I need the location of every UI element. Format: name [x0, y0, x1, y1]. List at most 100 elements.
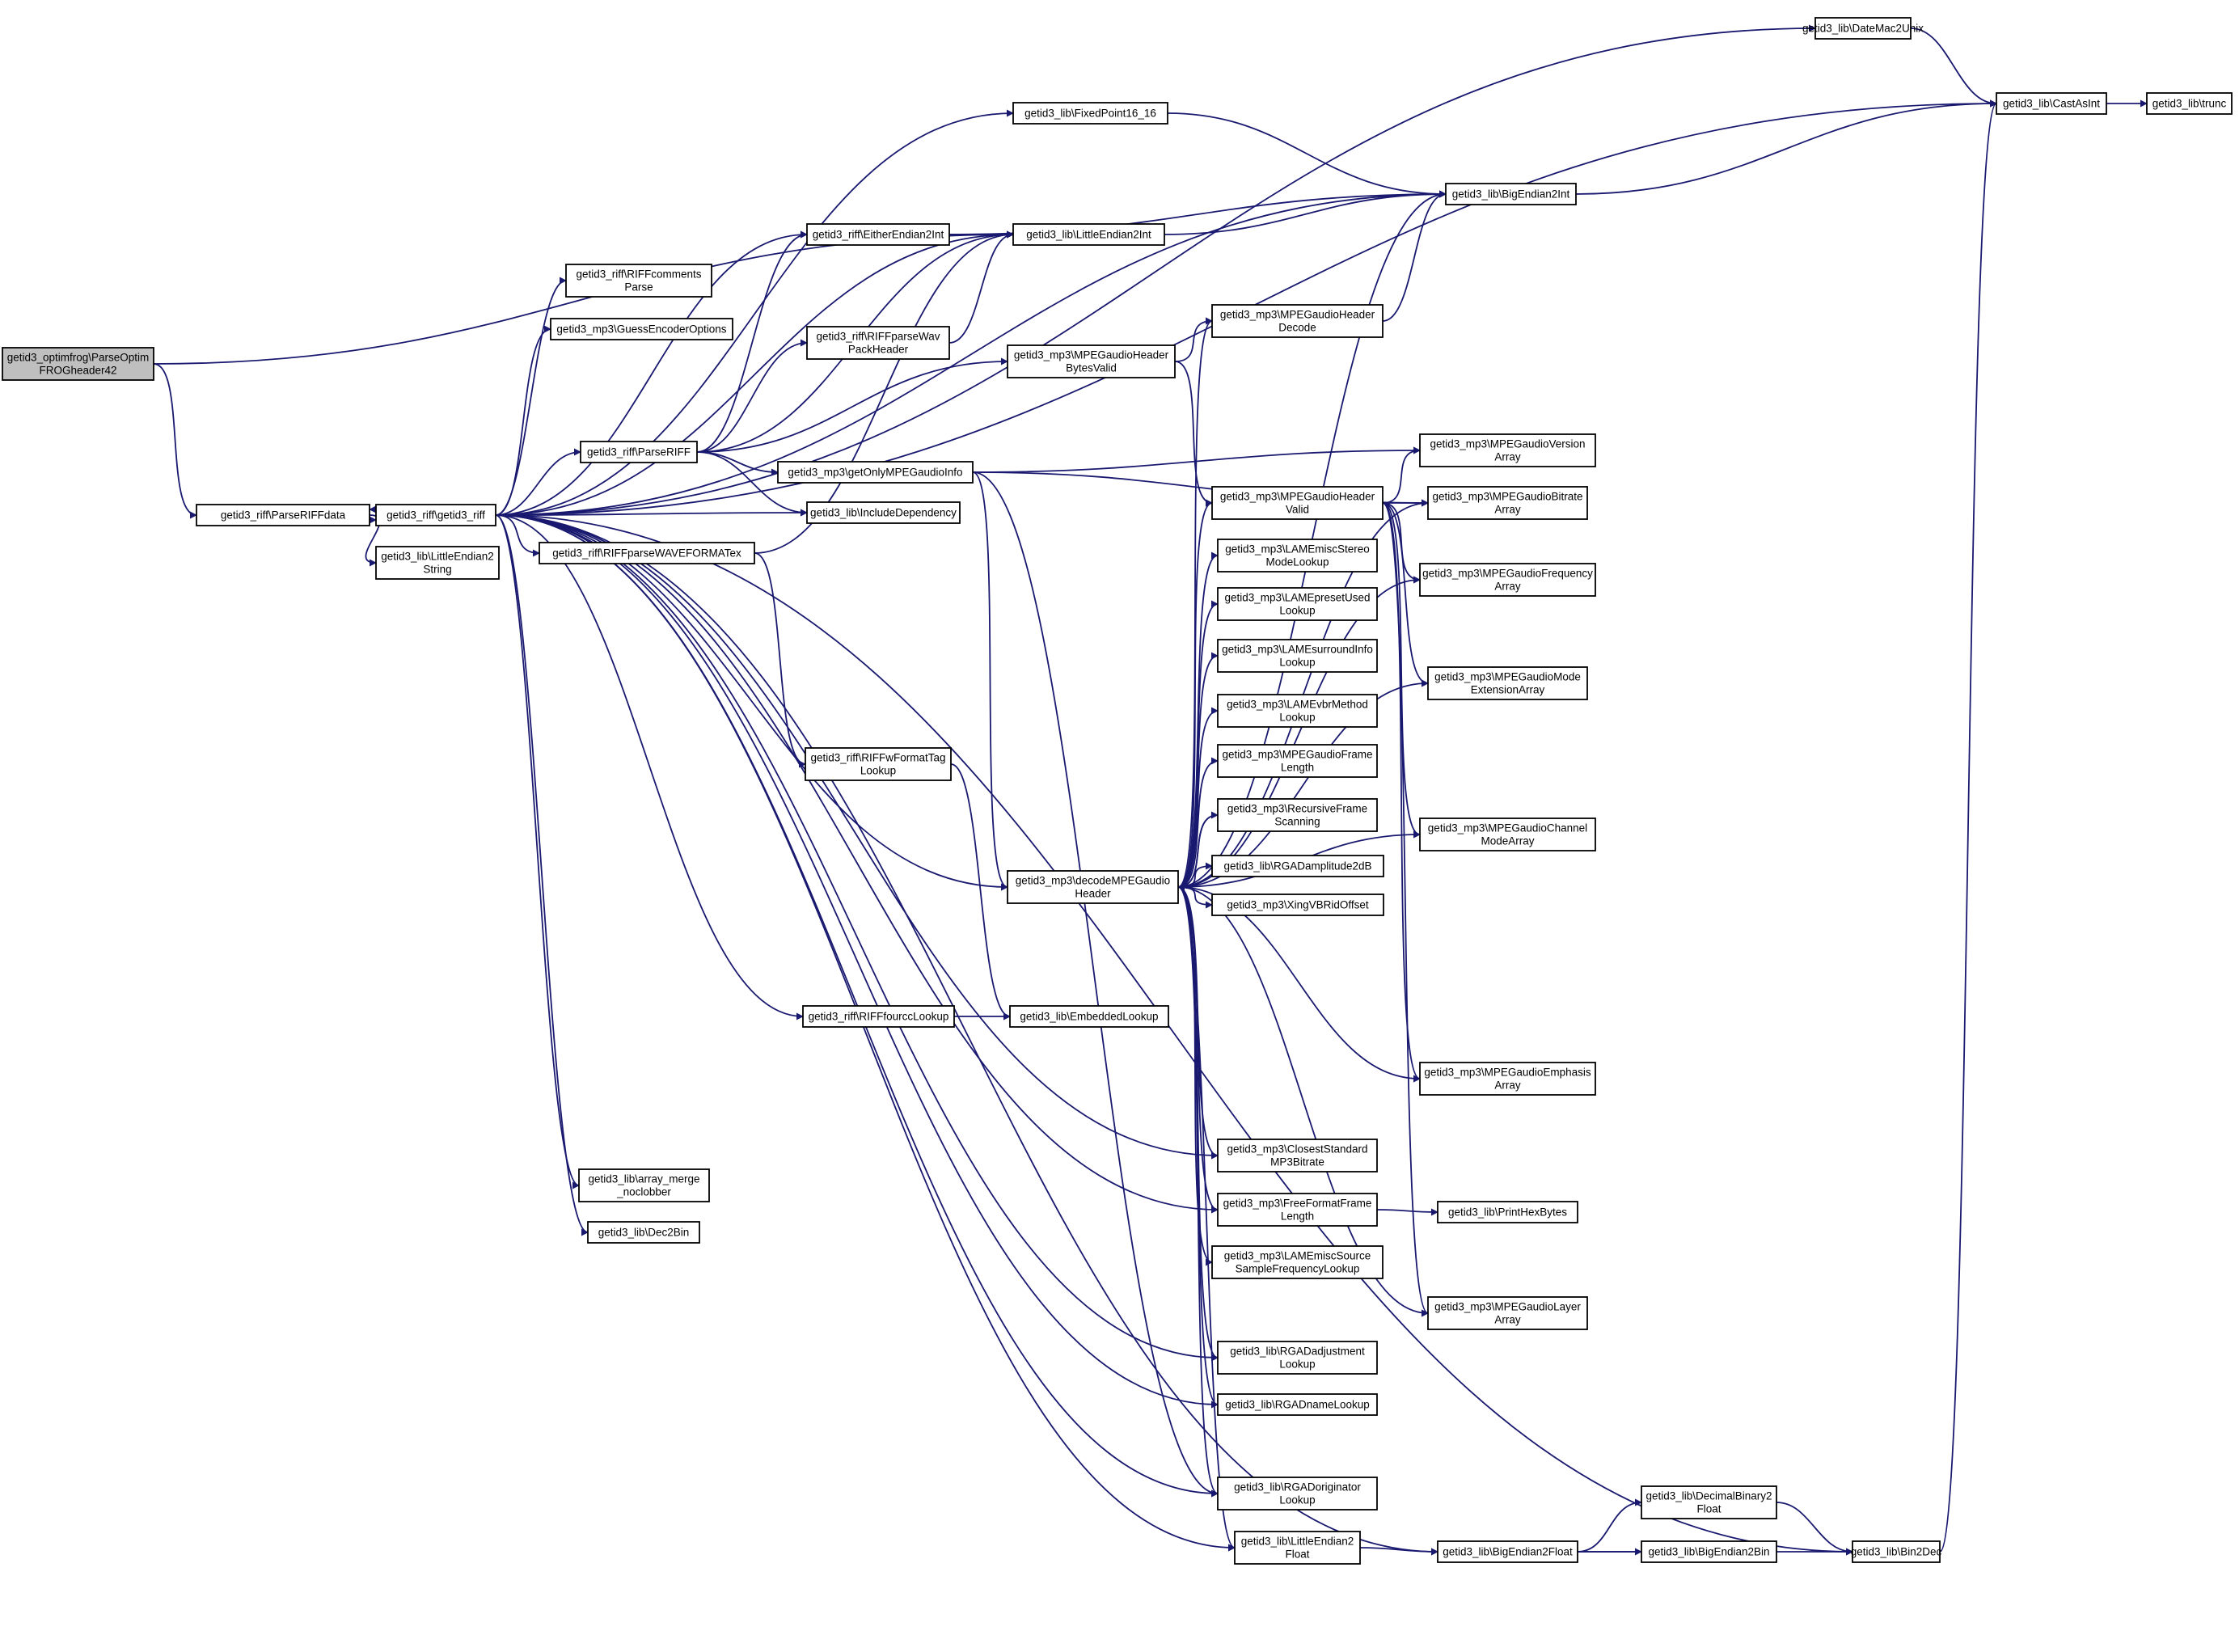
- node-eitherEndian[interactable]: getid3_riff\EitherEndian2Int: [806, 223, 950, 246]
- node-box: [1445, 183, 1577, 205]
- node-label: getid3_lib\RGADadjustment: [1230, 1346, 1365, 1358]
- node-label: String: [423, 564, 451, 576]
- node-rgadAmp[interactable]: getid3_lib\RGADamplitude2dB: [1211, 855, 1384, 877]
- node-fixedPoint[interactable]: getid3_lib\FixedPoint16_16: [1012, 102, 1168, 125]
- node-box: [1211, 1245, 1384, 1279]
- edge-wavPack-to-le2int: [948, 230, 1014, 344]
- node-box: [1996, 92, 2107, 115]
- edge-decodeMPEG-to-freeFormat: [1177, 886, 1219, 1214]
- node-parseRIFF[interactable]: getid3_riff\ParseRIFF: [580, 441, 698, 463]
- node-label: getid3_lib\DecimalBinary2: [1645, 1490, 1772, 1502]
- node-label: getid3_mp3\MPEGaudioFrequency: [1422, 568, 1593, 580]
- node-box: [1641, 1485, 1777, 1519]
- node-label: getid3_lib\LittleEndian2: [381, 551, 494, 563]
- node-label: getid3_mp3\XingVBRidOffset: [1227, 899, 1369, 911]
- edge-parseRIFF-to-wavPack: [696, 339, 808, 453]
- edge-getid3_riff-to-fixedPoint: [495, 109, 1014, 516]
- node-label: Lookup: [860, 765, 896, 777]
- node-box: [1211, 304, 1384, 338]
- node-printHex[interactable]: getid3_lib\PrintHexBytes: [1437, 1201, 1578, 1223]
- edge-decodeMPEG-to-headerDecode: [1177, 317, 1213, 888]
- edge-getid3_riff-to-rgadOrig: [495, 514, 1219, 1498]
- node-xingVBR[interactable]: getid3_mp3\XingVBRidOffset: [1211, 894, 1384, 916]
- edge-getid3_riff-to-dec2bin: [495, 514, 589, 1236]
- node-label: getid3_riff\ParseRIFFdata: [221, 509, 346, 522]
- edge-le2float-to-be2float: [1359, 1547, 1438, 1556]
- node-label: getid3_lib\EmbeddedLookup: [1020, 1011, 1158, 1023]
- node-be2int[interactable]: getid3_lib\BigEndian2Int: [1445, 183, 1577, 205]
- edge-getid3_riff-to-arrayMerge: [495, 514, 580, 1189]
- node-parseRIFFdata[interactable]: getid3_riff\ParseRIFFdata: [196, 504, 370, 526]
- node-label: Float: [1696, 1503, 1721, 1515]
- node-label: getid3_mp3\LAMEmiscStereo: [1225, 543, 1370, 556]
- node-le2int[interactable]: getid3_lib\LittleEndian2Int: [1012, 223, 1165, 246]
- node-getid3_riff[interactable]: getid3_riff\getid3_riff: [375, 504, 496, 526]
- node-box: [539, 542, 755, 564]
- edge-getid3_riff-to-rgadAdjust: [495, 514, 1219, 1362]
- node-box: [1009, 1005, 1169, 1028]
- node-lameSource[interactable]: getid3_mp3\LAMEmiscSourceSampleFrequency…: [1211, 1245, 1384, 1279]
- node-includeDep[interactable]: getid3_lib\IncludeDependency: [806, 501, 961, 524]
- node-guessEncoder[interactable]: getid3_mp3\GuessEncoderOptions: [550, 318, 733, 340]
- node-label: getid3_mp3\MPEGaudioHeader: [1220, 309, 1375, 321]
- node-embeddedLookup[interactable]: getid3_lib\EmbeddedLookup: [1009, 1005, 1169, 1028]
- node-bin2dec[interactable]: getid3_lib\Bin2Dec: [1851, 1540, 1942, 1563]
- node-label: _noclobber: [616, 1186, 671, 1198]
- node-label: Array: [1494, 1314, 1521, 1326]
- node-box: [1211, 855, 1384, 877]
- node-rgadName[interactable]: getid3_lib\RGADnameLookup: [1217, 1393, 1378, 1416]
- node-label: Header: [1075, 888, 1111, 900]
- node-label: getid3_mp3\MPEGaudioEmphasis: [1424, 1067, 1591, 1079]
- node-box: [802, 1005, 955, 1028]
- node-waveFormatEx[interactable]: getid3_riff\RIFFparseWAVEFORMATex: [539, 542, 755, 564]
- node-trunc[interactable]: getid3_lib\trunc: [2146, 92, 2233, 115]
- node-getOnlyMPEG[interactable]: getid3_mp3\getOnlyMPEGaudioInfo: [777, 461, 974, 484]
- node-label: getid3_mp3\LAMEpresetUsed: [1224, 592, 1370, 604]
- node-arrayMerge[interactable]: getid3_lib\array_merge_noclobber: [578, 1168, 710, 1202]
- node-dateMac[interactable]: getid3_lib\DateMac2Unix: [1802, 17, 1924, 40]
- node-castAsInt[interactable]: getid3_lib\CastAsInt: [1996, 92, 2107, 115]
- node-fourcc[interactable]: getid3_riff\RIFFfourccLookup: [802, 1005, 955, 1028]
- node-label: getid3_lib\BigEndian2Bin: [1648, 1546, 1769, 1558]
- node-label: Array: [1494, 504, 1521, 516]
- edge-getid3_riff-to-riffComments: [495, 277, 567, 516]
- node-box: [1419, 818, 1596, 851]
- node-dec2bin[interactable]: getid3_lib\Dec2Bin: [587, 1221, 700, 1244]
- node-box: [565, 264, 712, 298]
- node-be2bin[interactable]: getid3_lib\BigEndian2Bin: [1641, 1540, 1777, 1563]
- node-be2float[interactable]: getid3_lib\BigEndian2Float: [1437, 1540, 1578, 1563]
- node-box: [1217, 539, 1378, 572]
- node-label: getid3_lib\trunc: [2152, 98, 2227, 110]
- node-box: [1419, 563, 1596, 597]
- edge-decodeMPEG-to-lamePreset: [1177, 600, 1219, 888]
